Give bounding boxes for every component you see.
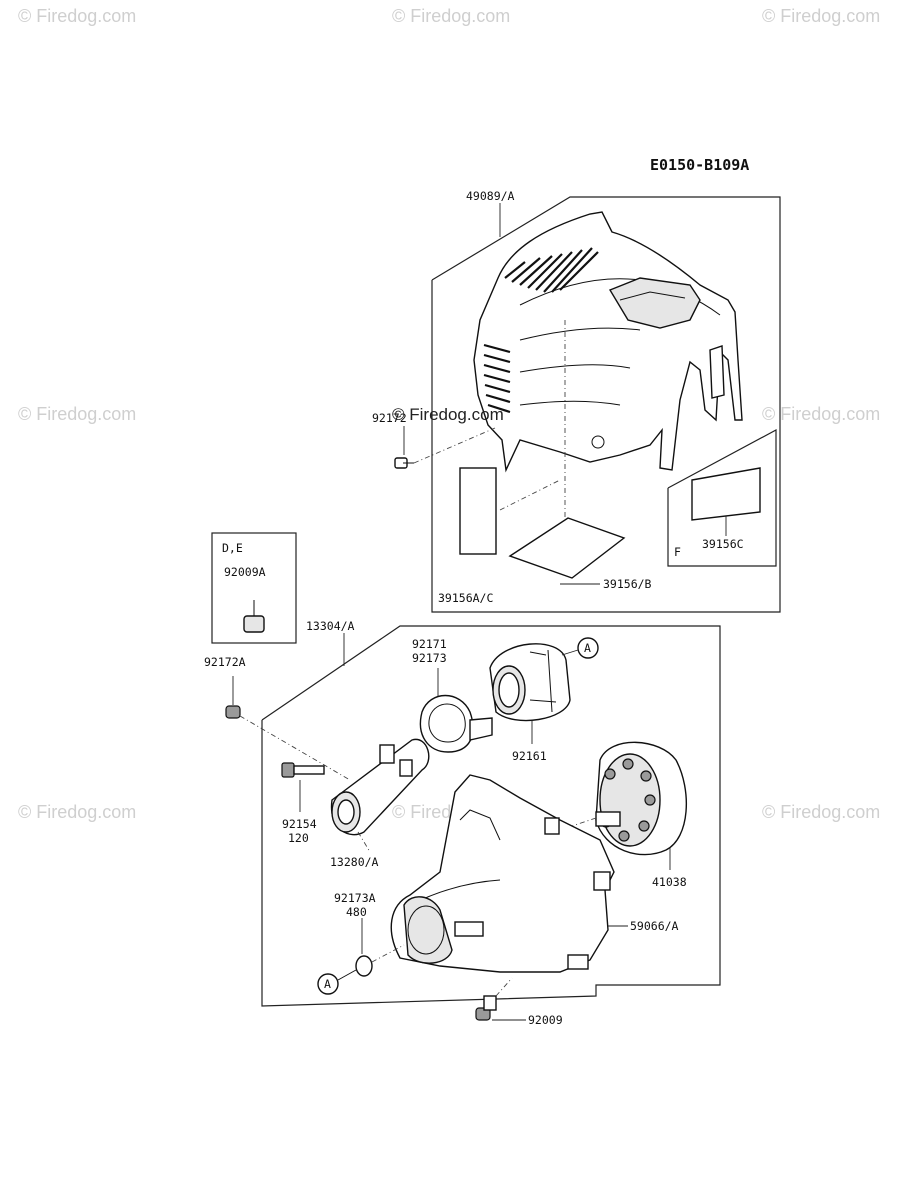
screw-92172	[394, 426, 496, 469]
label-pipe[interactable]: 13280/A	[330, 855, 379, 869]
label-screw-top[interactable]: 92172	[372, 411, 407, 425]
watermark: © Firedog.com	[392, 6, 510, 26]
watermark: © Firedog.com	[762, 802, 880, 822]
inset-frame-f	[667, 428, 777, 567]
watermark: © Firedog.com	[18, 6, 136, 26]
label-model-f[interactable]: F	[674, 545, 681, 559]
diagram-code: E0150-B109A	[650, 156, 749, 174]
screw-92172a	[225, 676, 351, 781]
housing-assembly-frame	[261, 625, 721, 1007]
callout-a-top	[577, 637, 599, 659]
label-screw-small[interactable]: 92172A	[204, 655, 246, 669]
label-sticker-39156ac	[459, 467, 561, 555]
label-flywheel[interactable]: 41038	[652, 875, 687, 889]
label-ring-top[interactable]: 92171	[412, 637, 447, 651]
bolt-92009	[475, 977, 526, 1021]
cup-92161	[489, 643, 579, 744]
watermark: © Firedog.com	[762, 404, 880, 424]
label-cover[interactable]: 49089/A	[466, 189, 515, 203]
watermark: © Firedog.com	[18, 404, 136, 424]
cover-assembly-frame	[431, 196, 781, 613]
label-clip-bottom[interactable]: 480	[346, 905, 367, 919]
label-ring-bottom[interactable]: 92173	[412, 651, 447, 665]
watermark: © Firedog.com	[392, 405, 504, 424]
pipe-13280a	[330, 738, 430, 853]
label-housing[interactable]: 13304/A	[306, 619, 355, 633]
cover-vents	[483, 247, 599, 414]
inset-part[interactable]: 92009A	[224, 565, 266, 579]
label-bolt-bottom[interactable]: 120	[288, 831, 309, 845]
callout-a-bottom	[317, 969, 357, 995]
inset-box-de	[211, 532, 297, 644]
label-bolt-top[interactable]: 92154	[282, 817, 317, 831]
watermark: © Firedog.com	[18, 802, 136, 822]
watermark: © Firedog.com	[762, 6, 880, 26]
label-clip-top[interactable]: 92173A	[334, 891, 376, 905]
clip-92173a	[355, 918, 405, 977]
label-sticker-39156b	[508, 517, 626, 585]
label-39156ac[interactable]: 39156A/C	[438, 591, 493, 605]
flywheel-41038	[559, 741, 687, 870]
label-39156c[interactable]: 39156C	[702, 537, 744, 551]
bolt-92154	[281, 762, 325, 812]
label-bolt-case[interactable]: 92009	[528, 1013, 563, 1027]
label-39156b[interactable]: 39156/B	[603, 577, 652, 591]
engine-cover-illustration	[473, 211, 743, 560]
ring-92171	[419, 668, 493, 753]
label-cup[interactable]: 92161	[512, 749, 547, 763]
label-case[interactable]: 59066/A	[630, 919, 679, 933]
case-59066a	[390, 774, 628, 973]
inset-models[interactable]: D,E	[222, 541, 243, 555]
callout-a-bottom-label[interactable]: A	[324, 977, 331, 991]
callout-a-top-label[interactable]: A	[584, 641, 591, 655]
